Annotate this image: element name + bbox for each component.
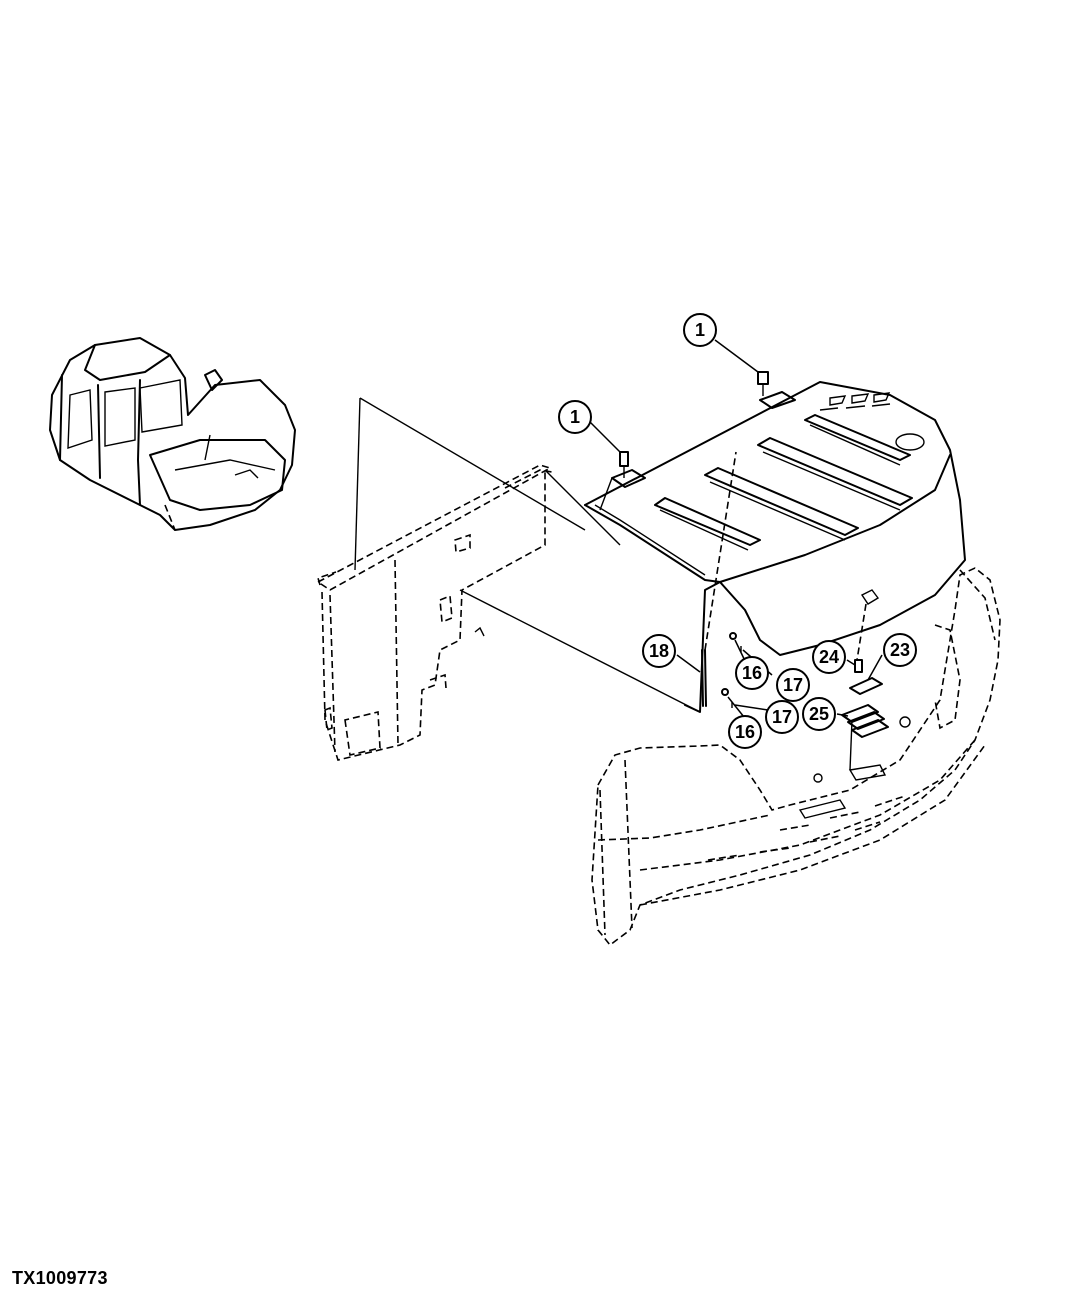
leader-lines [587, 339, 883, 723]
callout-16a: 16 [735, 656, 769, 690]
svg-text:25: 25 [809, 704, 829, 724]
callout-17b: 17 [765, 700, 799, 734]
svg-text:24: 24 [819, 647, 839, 667]
svg-text:17: 17 [783, 675, 803, 695]
callout-16b: 16 [728, 715, 762, 749]
callout-17a: 17 [776, 668, 810, 702]
callout-25: 25 [802, 697, 836, 731]
svg-text:18: 18 [649, 641, 669, 661]
svg-text:16: 16 [742, 663, 762, 683]
callout-1a: 1 [558, 400, 592, 434]
svg-text:16: 16 [735, 722, 755, 742]
callout-18: 18 [642, 634, 676, 668]
svg-text:17: 17 [772, 707, 792, 727]
hood-guide-lines [354, 397, 701, 713]
callout-23: 23 [883, 633, 917, 667]
counterweight [591, 567, 1001, 947]
callout-1b: 1 [683, 313, 717, 347]
callout-24: 24 [812, 640, 846, 674]
excavator-locator-illustration [49, 337, 296, 531]
svg-text:1: 1 [570, 407, 580, 427]
figure-id-label: TX1009773 [12, 1268, 108, 1288]
side-panel [316, 464, 553, 761]
engine-hood [584, 381, 966, 713]
svg-text:23: 23 [890, 640, 910, 660]
svg-text:1: 1 [695, 320, 705, 340]
